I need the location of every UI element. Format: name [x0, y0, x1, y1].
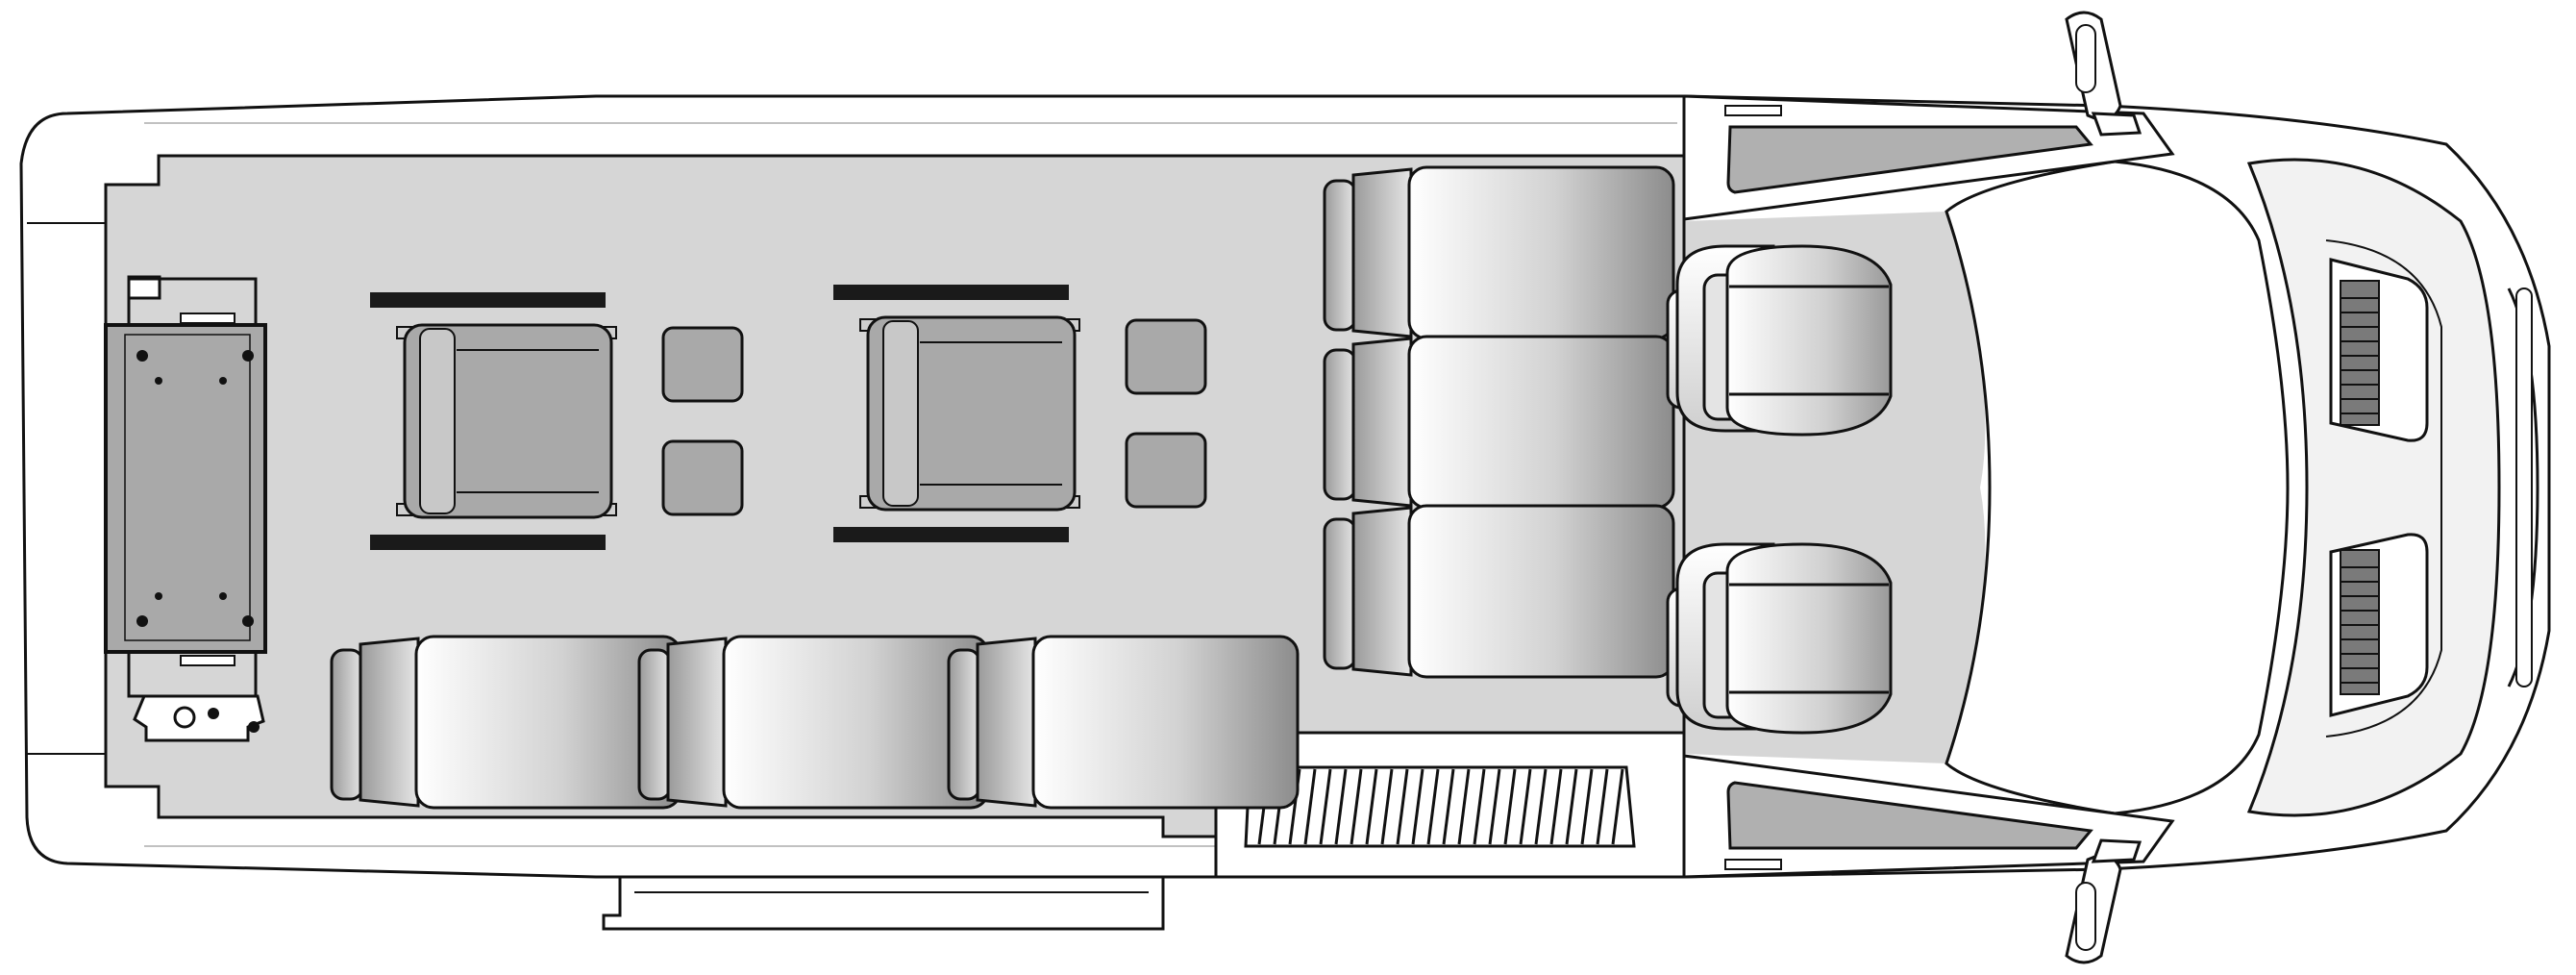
front-door-bottom [1682, 754, 2175, 879]
side-mirror-top [2065, 11, 2143, 137]
windshield [2246, 158, 2501, 817]
front-door-top [1682, 94, 2175, 221]
bench-seat-cushion-2 [1323, 335, 1675, 510]
bench-seat-cushion-1 [1323, 165, 1675, 340]
passenger-seat-rear-1 [330, 635, 682, 810]
wheelchair-lift [104, 275, 267, 742]
windshield-vent-right [2329, 533, 2429, 717]
side-mirror-bottom [2065, 838, 2143, 964]
bench-seat-cushion-3 [1323, 504, 1675, 679]
door-window-top [1726, 125, 2093, 194]
passenger-seat-rear-2 [637, 635, 990, 810]
passenger-front-seat [1666, 542, 1893, 735]
windshield-vent-left [2329, 258, 2429, 442]
door-window-bottom [1726, 781, 2093, 850]
lift-platform-stowed [602, 875, 1165, 931]
bench-seat [1323, 165, 1675, 679]
passenger-seat-rear-3 [947, 635, 1300, 810]
driver-seat [1666, 244, 1893, 437]
dashboard [1944, 160, 2290, 815]
cab-front [1682, 94, 2551, 879]
